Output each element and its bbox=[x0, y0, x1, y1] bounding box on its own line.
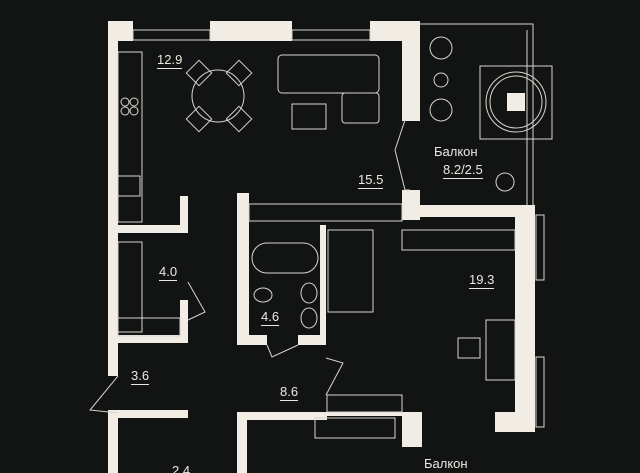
wall-left-lower bbox=[108, 413, 118, 473]
wardrobe-rail bbox=[117, 241, 143, 333]
wall-bedroom-right bbox=[515, 205, 535, 430]
bed bbox=[327, 229, 374, 313]
sofa bbox=[277, 54, 380, 94]
wall-bath-left bbox=[237, 193, 249, 345]
furniture bbox=[117, 51, 516, 439]
room-area-bathroom: 4.6 bbox=[261, 309, 280, 326]
window bbox=[291, 29, 371, 41]
room-area-bedroom: 19.3 bbox=[469, 272, 495, 289]
room-area-hall: 3.6 bbox=[131, 368, 150, 385]
wall-bath-bottom bbox=[237, 335, 267, 345]
washbasin bbox=[300, 282, 318, 304]
wall-bath-bottom bbox=[298, 335, 326, 345]
chair bbox=[457, 337, 481, 359]
wall-top bbox=[108, 21, 133, 41]
room-name-balcony-bottom: Балкон bbox=[424, 456, 468, 471]
balcony-table bbox=[479, 65, 553, 140]
wall-bedroom-top bbox=[402, 205, 535, 217]
wall-wardrobe-bottom bbox=[108, 335, 188, 343]
window bbox=[132, 29, 211, 41]
plant-icon bbox=[495, 172, 515, 192]
room-area-living: 15.5 bbox=[358, 172, 384, 189]
room-area-corridor: 8.6 bbox=[280, 384, 299, 401]
room-area-balcony-top: 8.2/2.5 bbox=[443, 162, 483, 179]
bedroom-wardrobe bbox=[401, 229, 516, 251]
balcony-outline bbox=[420, 23, 553, 205]
room-area-wc: 2.4 bbox=[172, 463, 191, 473]
doors bbox=[89, 119, 410, 414]
wall-bottom-room bbox=[237, 412, 247, 473]
wall-bath-right bbox=[320, 225, 326, 345]
wall-bottom-bedroom bbox=[325, 412, 405, 416]
room-area-wardrobe: 4.0 bbox=[159, 264, 178, 281]
kitchen-counter bbox=[117, 51, 143, 223]
wall-living-right bbox=[402, 21, 420, 121]
wall-bedroom-corner bbox=[495, 412, 535, 432]
wall-left-upper bbox=[108, 21, 118, 376]
washbasin bbox=[300, 307, 318, 329]
dining-table bbox=[191, 69, 245, 123]
wall-wc-top bbox=[108, 410, 188, 418]
bottom-wardrobe bbox=[314, 417, 396, 439]
window bbox=[535, 356, 545, 428]
room-area-kitchen: 12.9 bbox=[157, 52, 183, 69]
wall-wardrobe-right bbox=[180, 300, 188, 343]
windows bbox=[132, 29, 545, 428]
coffee-table bbox=[291, 103, 327, 130]
bathtub bbox=[251, 242, 319, 274]
balcony-table-top bbox=[507, 93, 525, 111]
room-name-balcony-top: Балкон bbox=[434, 144, 478, 159]
toilet bbox=[253, 287, 273, 303]
desk bbox=[485, 319, 516, 381]
wall-bottom-room bbox=[237, 412, 327, 420]
wall-wardrobe-top bbox=[108, 225, 188, 233]
walls bbox=[108, 21, 535, 473]
sink bbox=[117, 175, 141, 197]
dresser bbox=[326, 394, 403, 413]
wall-kitchen bbox=[180, 196, 188, 226]
wall-top bbox=[210, 21, 292, 41]
tv-unit bbox=[248, 203, 403, 222]
window bbox=[535, 214, 545, 281]
wall-bottom-balcony bbox=[402, 412, 422, 447]
